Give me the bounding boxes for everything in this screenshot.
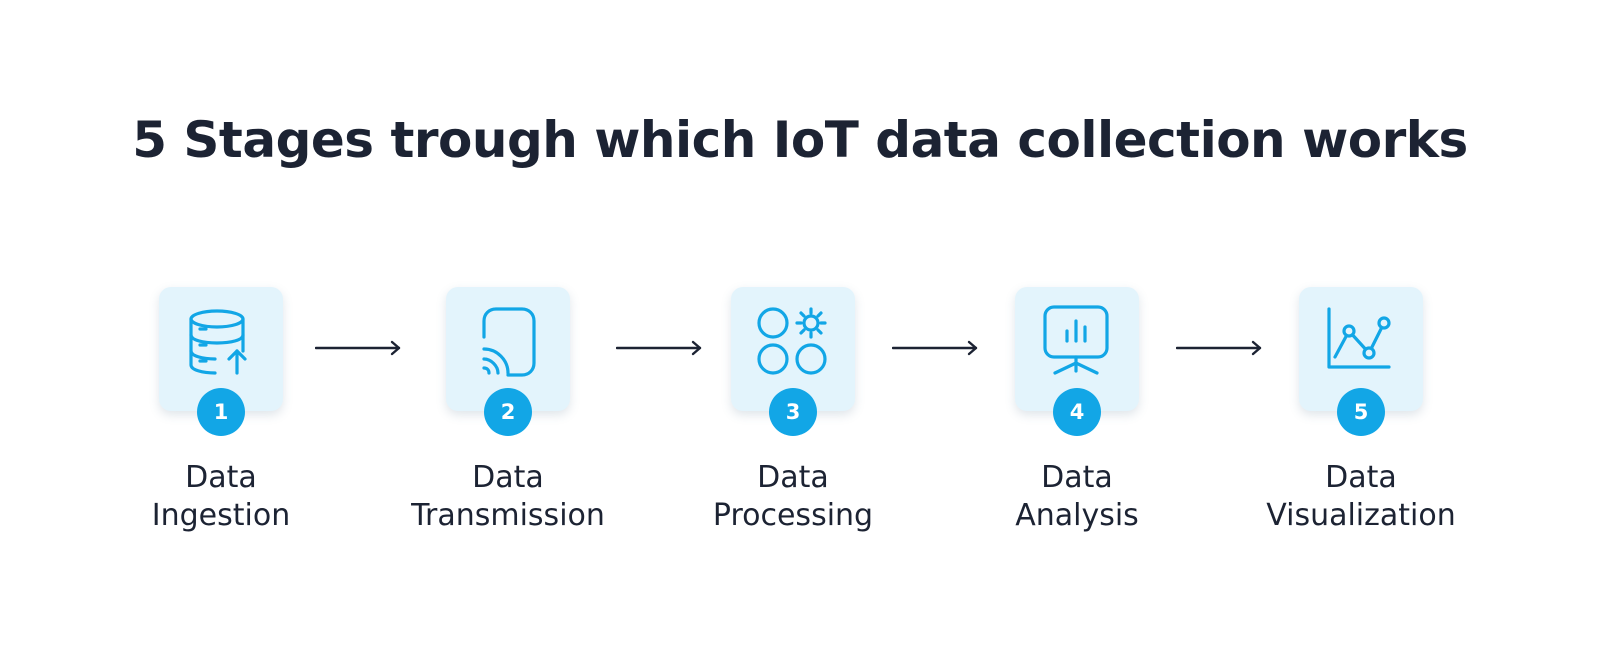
stage-label: Data Ingestion (59, 459, 383, 535)
stage-label-line1: Data (1325, 460, 1397, 495)
page-title: 5 Stages trough which IoT data collectio… (132, 111, 1468, 169)
stage-label-line2: Analysis (1015, 498, 1139, 533)
stage-number-badge: 1 (197, 388, 245, 436)
stage-label: Data Transmission (346, 459, 670, 535)
stage-label: Data Visualization (1199, 459, 1523, 535)
wireless-device-icon (482, 307, 536, 377)
stage-label-line2: Processing (712, 498, 874, 533)
line-chart-icon (1327, 307, 1391, 369)
stage-label-line1: Data (472, 460, 544, 495)
circles-gear-icon (757, 307, 827, 375)
stage-label-line2: Ingestion (151, 498, 291, 533)
stage-number-badge: 3 (769, 388, 817, 436)
stage-number-badge: 5 (1337, 388, 1385, 436)
stage-label-line1: Data (1041, 460, 1113, 495)
stage-label: Data Processing (631, 459, 955, 535)
arrow-right-icon (1176, 340, 1262, 356)
stage-number-badge: 2 (484, 388, 532, 436)
stage-label-line1: Data (757, 460, 829, 495)
database-upload-icon (189, 309, 247, 375)
stage-label-line2: Visualization (1266, 498, 1456, 533)
stage-label-line1: Data (185, 460, 257, 495)
stage-label: Data Analysis (915, 459, 1239, 535)
arrow-right-icon (616, 340, 702, 356)
stage-number-badge: 4 (1053, 388, 1101, 436)
arrow-right-icon (892, 340, 978, 356)
stage-label-line2: Transmission (411, 498, 605, 533)
presentation-board-icon (1043, 305, 1109, 375)
arrow-right-icon (315, 340, 401, 356)
